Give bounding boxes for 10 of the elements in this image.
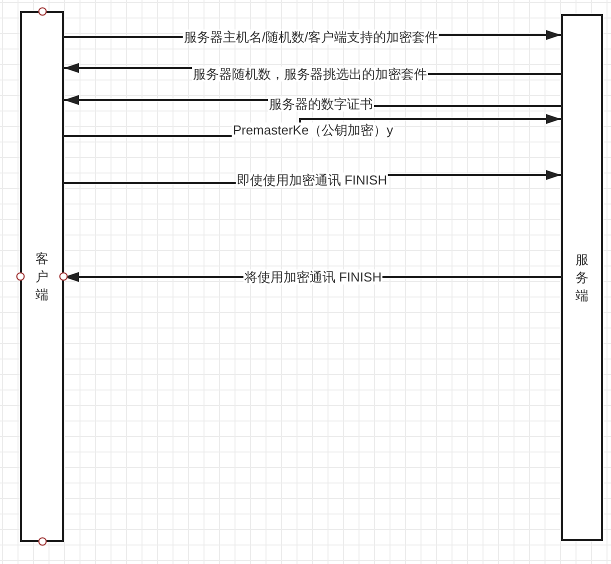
participant-name: 客户端 (36, 250, 48, 304)
edge-label: 服务器随机数，服务器挑选出的加密套件 (192, 66, 428, 82)
edge-label: 服务器的数字证书 (268, 96, 374, 112)
lifeline-bar (561, 14, 603, 541)
participant-name: 服务端 (576, 250, 588, 304)
edge-label: 即使使用加密通讯 FINISH (236, 172, 388, 188)
edge-label: 将使用加密通讯 FINISH (243, 270, 383, 284)
edge-label: PremasterKe（公钥加密）y (232, 122, 394, 138)
edge-label: 服务器主机名/随机数/客户端支持的加密套件 (182, 30, 440, 44)
lifeline-bar (20, 11, 64, 542)
